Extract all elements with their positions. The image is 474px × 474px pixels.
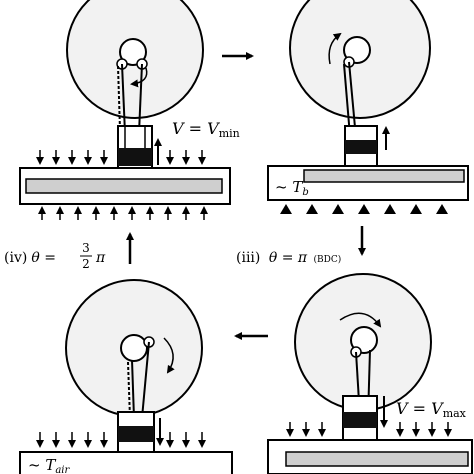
connecting-rod-dashed [117,65,121,131]
rotation-arrow [339,312,382,328]
t-b-label: ~ Tb [275,178,309,198]
piston [345,140,377,154]
v-max-label: V = Vmax [396,399,467,420]
displacer-chamber [19,451,233,474]
heat-input-arrows [280,204,448,214]
t-air-label: ~ Tair [28,456,71,474]
stage-iii-label: (iii) θ = π (BDC) [236,250,341,266]
v-min-label: V = Vmin [172,119,240,140]
panel-stage-top-right: ~ Tb [267,0,469,214]
stage-iv-label: (iv)θ = 3 2 π [4,241,106,271]
heat-flow-arrows-bottom [38,206,208,220]
rotation-arrow [163,337,175,374]
heat-flow-arrows-top [36,432,206,448]
crank-hub [120,334,148,362]
connecting-rod [141,341,150,419]
heat-flow-arrows-top [36,150,206,165]
regenerator-bar [303,169,465,183]
crank-hub [119,38,147,66]
rotation-arrow [328,32,342,65]
stage-iv-pi: π [95,250,106,266]
svg-text:(iv)θ =: (iv)θ = [4,250,56,266]
displacer-rod [131,359,135,419]
connecting-rod-dashed [127,361,131,419]
piston [118,148,152,166]
stage-iv-numerator: 3 [82,241,90,255]
panel-stage-bottom-right: V = Vmax [267,273,473,474]
regenerator-bar [285,451,469,467]
heat-flow-arrows-top [286,422,452,437]
panel-stage-top-left: V = Vmin [19,0,240,220]
piston [118,426,154,442]
regenerator-bar [25,178,223,194]
rotation-arrow [130,67,148,88]
panel-stage-bottom-left: ~ Tair [19,279,233,474]
stage-iv-denominator: 2 [82,257,90,271]
piston [343,412,377,428]
